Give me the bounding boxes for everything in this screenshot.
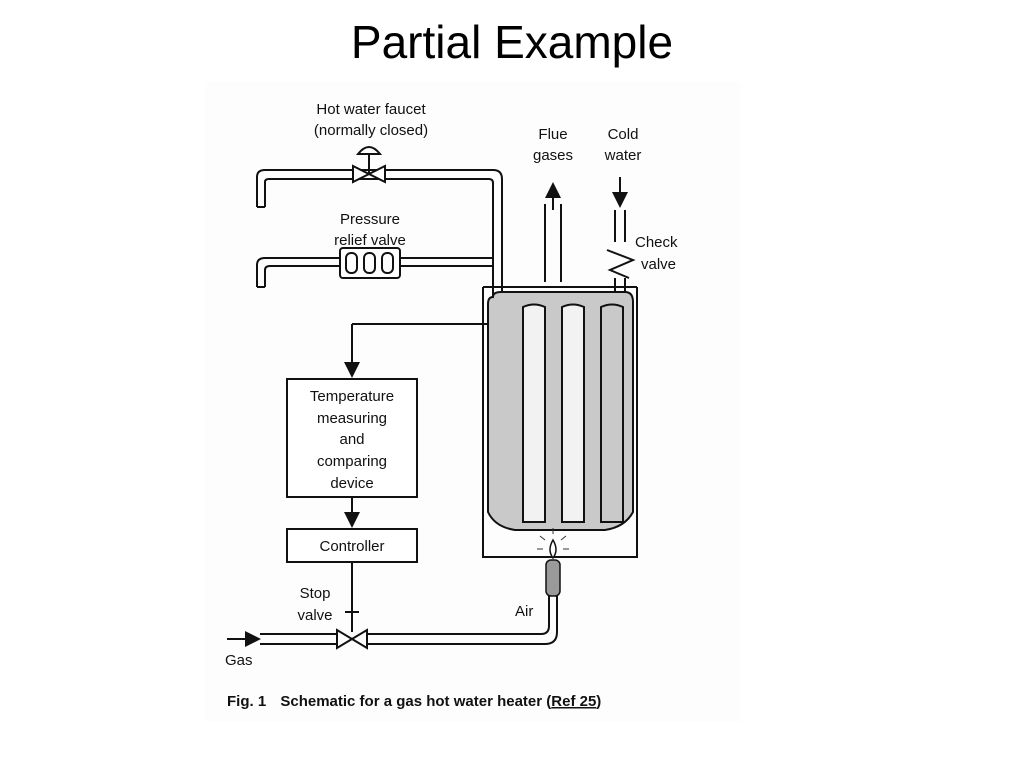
sensor-line bbox=[344, 323, 488, 378]
pressure-relief-valve bbox=[339, 247, 401, 279]
schematic-figure: Hot water faucet (normally closed) Flue … bbox=[205, 82, 740, 722]
caption-ref-link[interactable]: Ref 25 bbox=[551, 693, 596, 710]
label-check-valve-1: Check bbox=[635, 234, 678, 251]
label-temperature-5: device bbox=[330, 475, 373, 492]
flue-tubes bbox=[522, 303, 624, 523]
slide-title: Partial Example bbox=[350, 16, 674, 68]
label-temperature-2: measuring bbox=[317, 410, 387, 427]
label-flue-2: gases bbox=[533, 147, 573, 164]
caption-text: Schematic for a gas hot water heater ( bbox=[280, 693, 551, 710]
hot-water-faucet-valve bbox=[352, 146, 386, 184]
controller-box bbox=[286, 528, 418, 563]
label-gas: Gas bbox=[225, 652, 253, 669]
burner bbox=[537, 528, 569, 597]
caption-close-paren: ) bbox=[596, 693, 601, 710]
label-cold-water-2: water bbox=[604, 147, 642, 164]
schematic-diagram: Hot water faucet (normally closed) Flue … bbox=[225, 101, 678, 710]
label-pressure-relief-2: relief valve bbox=[334, 232, 406, 249]
diagram-labels: Hot water faucet (normally closed) Flue … bbox=[225, 101, 678, 669]
label-air: Air bbox=[515, 603, 533, 620]
caption-fig-number: Fig. 1 bbox=[227, 693, 266, 710]
label-stop-valve-1: Stop bbox=[300, 585, 331, 602]
pressure-relief-pipe bbox=[256, 257, 493, 288]
label-stop-valve-2: valve bbox=[297, 607, 332, 624]
svg-text:Fig. 1 Schematic for: Fig. 1 Schematic for a gas hot water hea… bbox=[227, 693, 601, 710]
gas-pipe bbox=[227, 592, 558, 647]
flue-pipe bbox=[544, 182, 562, 282]
label-flue-1: Flue bbox=[538, 126, 567, 143]
label-hot-water-faucet-1: Hot water faucet bbox=[316, 101, 426, 118]
label-hot-water-faucet-2: (normally closed) bbox=[314, 122, 428, 139]
label-check-valve-2: valve bbox=[641, 256, 676, 273]
label-pressure-relief-1: Pressure bbox=[340, 211, 400, 228]
label-temperature-3: and bbox=[339, 431, 364, 448]
stop-valve bbox=[336, 628, 368, 650]
label-temperature-4: comparing bbox=[317, 453, 387, 470]
label-temperature-1: Temperature bbox=[310, 388, 394, 405]
temperature-device-box bbox=[286, 378, 418, 498]
label-cold-water-1: Cold bbox=[608, 126, 639, 143]
label-controller: Controller bbox=[319, 538, 384, 555]
figure-caption: Fig. 1 Schematic for a gas hot water hea… bbox=[227, 693, 601, 710]
